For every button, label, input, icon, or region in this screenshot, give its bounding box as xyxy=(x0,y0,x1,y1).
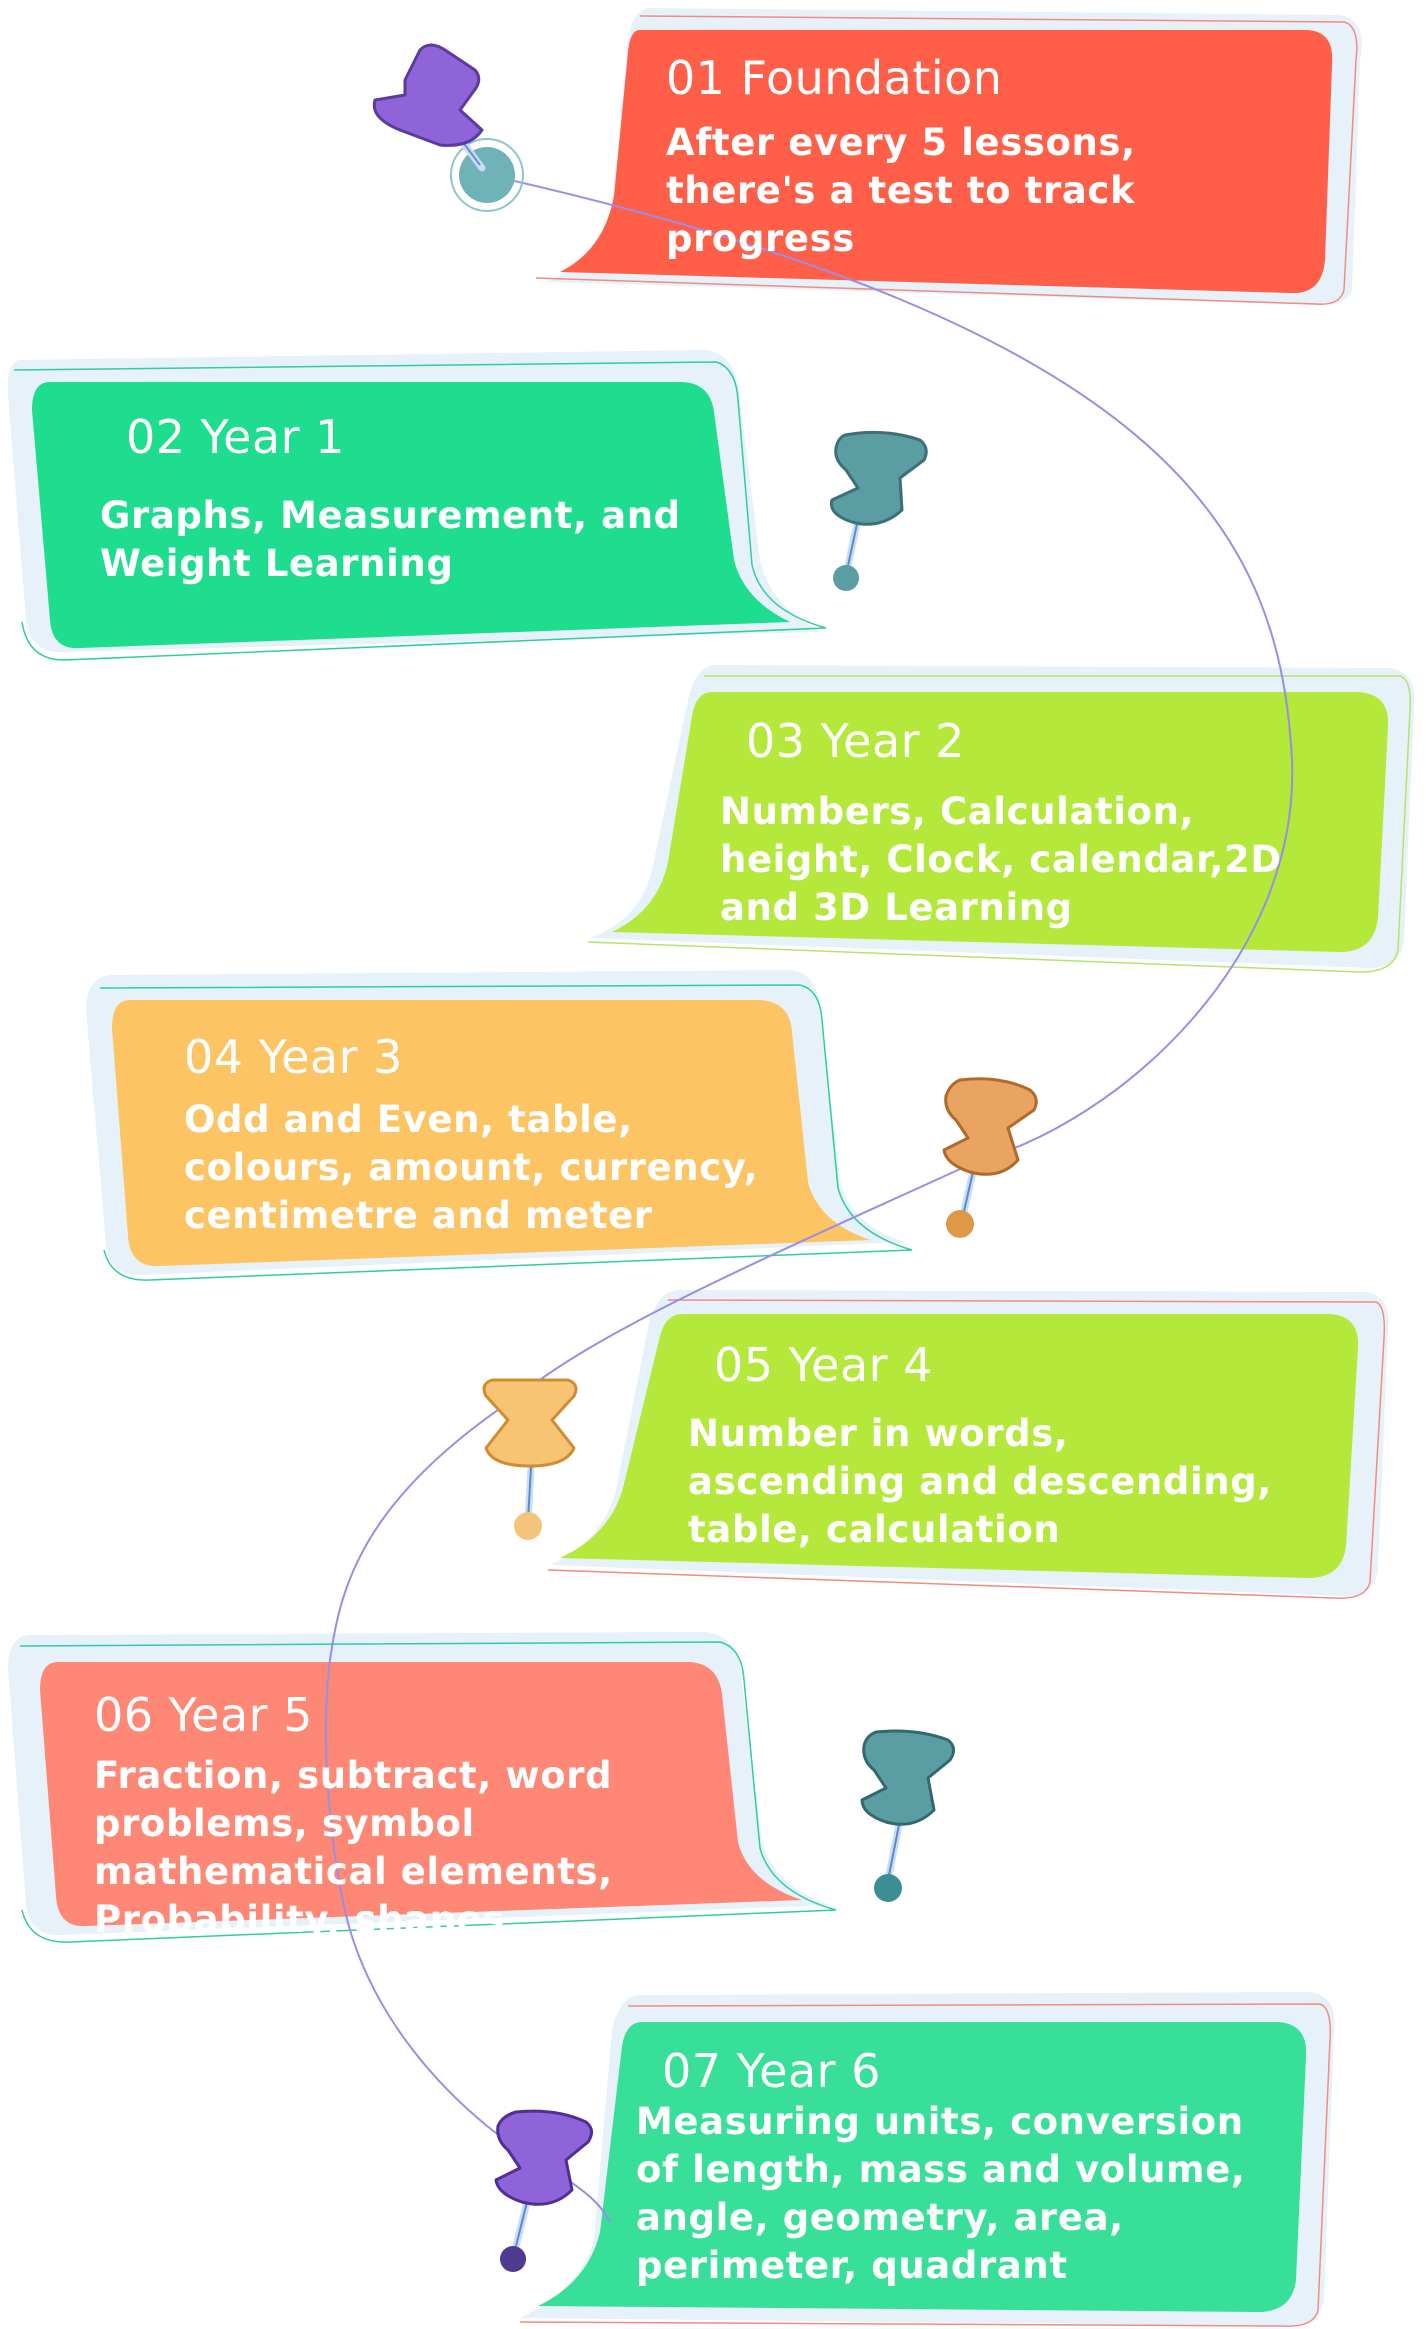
pin-icon xyxy=(372,43,524,212)
step-title: 04 Year 3 xyxy=(184,1030,403,1084)
card-5-shape xyxy=(547,1290,1389,1599)
step-card-year-1: 02 Year 1 Graphs, Measurement, and Weigh… xyxy=(100,414,720,588)
step-card-foundation: 01 Foundation After every 5 lessons, the… xyxy=(666,55,1306,263)
step-description: Measuring units, conversion of length, m… xyxy=(636,2100,1246,2287)
step-title: 07 Year 6 xyxy=(662,2044,881,2098)
step-title: 05 Year 4 xyxy=(714,1338,933,1392)
step-description: Odd and Even, table, colours, amount, cu… xyxy=(184,1098,759,1237)
step-card-year-3: 04 Year 3 Odd and Even, table, colours, … xyxy=(184,1034,804,1240)
pin-icon xyxy=(942,1077,1038,1238)
step-card-year-6: 07 Year 6 Measuring units, conversion of… xyxy=(636,2048,1296,2290)
step-title: 03 Year 2 xyxy=(746,714,965,768)
pin-icon xyxy=(829,430,928,591)
step-description: Numbers, Calculation, height, Clock, cal… xyxy=(720,790,1282,929)
pin-icon xyxy=(494,2109,593,2272)
step-description: Graphs, Measurement, and Weight Learning xyxy=(100,494,681,585)
step-card-year-5: 06 Year 5 Fraction, subtract, word probl… xyxy=(94,1692,754,1944)
card-6-shape xyxy=(8,1632,837,1943)
step-title: 02 Year 1 xyxy=(126,410,345,464)
step-card-year-2: 03 Year 2 Numbers, Calculation, height, … xyxy=(720,718,1380,932)
card-2-shape xyxy=(7,350,827,661)
connector-line xyxy=(325,174,1294,2223)
step-description: Fraction, subtract, word problems, symbo… xyxy=(94,1754,613,1941)
step-description: Number in words, ascending and descendin… xyxy=(688,1412,1272,1551)
step-description: After every 5 lessons, there's a test to… xyxy=(666,121,1136,260)
step-card-year-4: 05 Year 4 Number in words, ascending and… xyxy=(688,1342,1328,1554)
card-7-shape xyxy=(519,1992,1335,2327)
step-title: 01 Foundation xyxy=(666,51,1003,105)
card-1-shape xyxy=(535,8,1362,305)
step-title: 06 Year 5 xyxy=(94,1688,313,1742)
card-3-shape xyxy=(587,665,1415,973)
card-4-shape xyxy=(86,970,913,1281)
pin-icon xyxy=(860,1729,955,1902)
pin-icon xyxy=(482,1378,578,1540)
